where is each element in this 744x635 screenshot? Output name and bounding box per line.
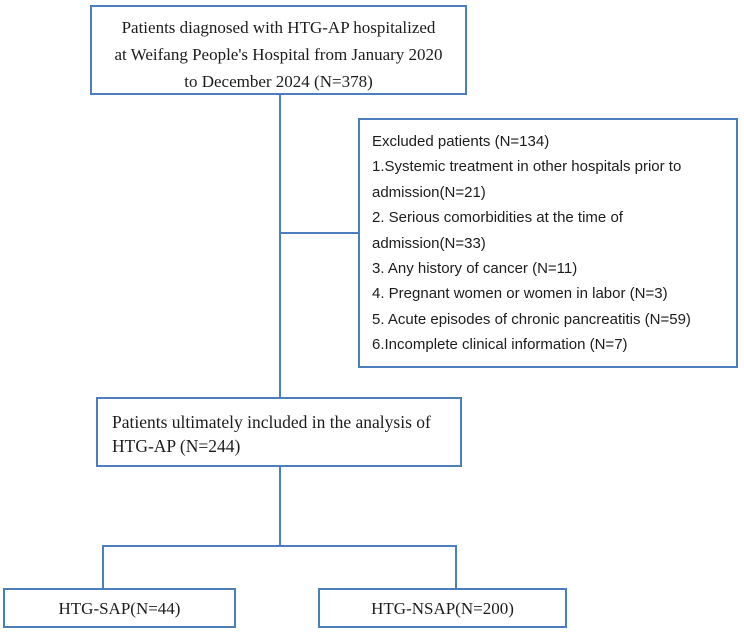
excluded-node-line: 3. Any history of cancer (N=11) [372, 260, 578, 278]
excluded-node-line: 5. Acute episodes of chronic pancreatiti… [372, 310, 691, 328]
sap-node-label: HTG-SAP(N=44) [58, 599, 181, 618]
excluded-node-title: Excluded patients (N=134) [372, 133, 550, 150]
excluded-node: Excluded patients (N=134) 1.Systemic tre… [358, 118, 738, 368]
nsap-node-label: HTG-NSAP(N=200) [371, 599, 514, 618]
excluded-node-line: 6.Incomplete clinical information (N=7) [372, 336, 628, 354]
included-node-line: Patients ultimately included in the anal… [112, 412, 431, 432]
nsap-node: HTG-NSAP(N=200) [318, 588, 567, 628]
sap-node: HTG-SAP(N=44) [3, 588, 236, 628]
included-node-line: HTG-AP (N=244) [112, 436, 241, 456]
excluded-node-line: admission(N=21) [372, 183, 486, 201]
connector-start-to-included [279, 95, 281, 397]
start-node-line: Patients diagnosed with HTG-AP hospitali… [121, 18, 436, 37]
included-node: Patients ultimately included in the anal… [96, 397, 462, 467]
start-node-line: at Weifang People's Hospital from Januar… [114, 45, 443, 64]
connector-branch-horizontal [102, 545, 457, 547]
excluded-node-line: 2. Serious comorbidities at the time of [372, 209, 623, 227]
start-node-line: to December 2024 (N=378) [184, 72, 373, 91]
excluded-node-line: admission(N=33) [372, 234, 486, 252]
connector-branch-to-sap [102, 545, 104, 588]
connector-included-to-branch [279, 467, 281, 546]
excluded-node-line: 1.Systemic treatment in other hospitals … [372, 158, 682, 176]
start-node: Patients diagnosed with HTG-AP hospitali… [90, 5, 467, 95]
connector-branch-to-nsap [455, 545, 457, 588]
connector-to-excluded [279, 232, 358, 234]
excluded-node-line: 4. Pregnant women or women in labor (N=3… [372, 285, 668, 303]
